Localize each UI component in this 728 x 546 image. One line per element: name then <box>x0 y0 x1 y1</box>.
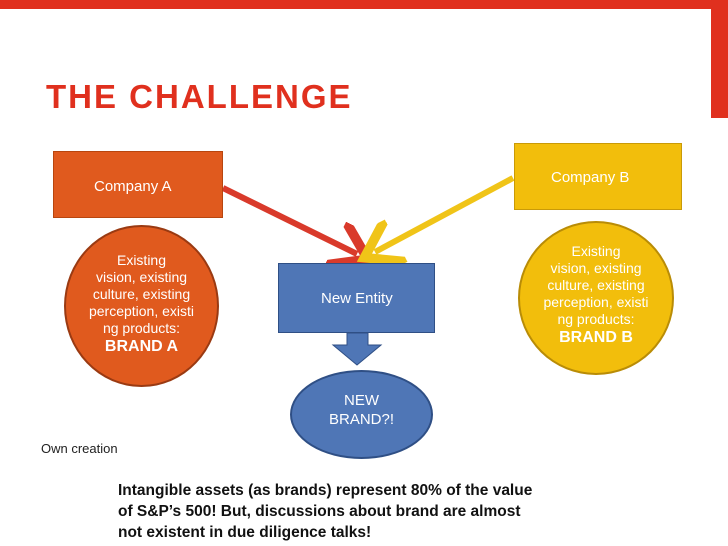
brand-b-ellipse: Existing vision, existing culture, exist… <box>518 221 674 375</box>
bottom-line3: not existent in due diligence talks! <box>118 524 372 541</box>
side-accent-bar <box>711 0 728 118</box>
brand-b-name: BRAND B <box>559 329 633 346</box>
new-brand-line1: NEW <box>344 392 379 409</box>
brand-a-line: ng products: <box>102 320 181 336</box>
brand-b-line: culture, existing <box>547 277 645 293</box>
new-brand-ellipse: NEW BRAND?! <box>290 370 433 459</box>
brand-a-ellipse: Existing vision, existing culture, exist… <box>64 225 219 387</box>
brand-b-line: vision, existing <box>550 260 642 276</box>
company-b-label: Company B <box>551 169 630 186</box>
bottom-line1: Intangible assets (as brands) represent … <box>118 482 533 499</box>
arrow-company-a-to-entity <box>221 185 357 254</box>
brand-a-line: Existing <box>116 252 167 268</box>
top-accent-bar <box>0 0 728 9</box>
brand-b-line: perception, existi <box>543 294 649 310</box>
brand-a-line: vision, existing <box>95 269 188 285</box>
slide-title: THE CHALLENGE <box>46 78 353 115</box>
arrow-entity-to-new-brand <box>331 332 383 366</box>
brand-a-name: BRAND A <box>104 338 179 355</box>
source-note: Own creation <box>41 441 118 456</box>
brand-a-line: culture, existing <box>92 286 191 302</box>
bottom-line2: of S&P’s 500! But, discussions about bra… <box>118 503 521 520</box>
arrow-company-b-to-entity <box>375 175 515 252</box>
company-b-box: Company B <box>514 143 682 210</box>
new-brand-line2: BRAND?! <box>328 411 395 428</box>
company-a-label: Company A <box>94 178 172 195</box>
brand-b-line: Existing <box>571 243 621 259</box>
brand-b-line: ng products: <box>557 311 635 327</box>
bottom-statement: Intangible assets (as brands) represent … <box>118 480 618 543</box>
brand-a-line: perception, existi <box>88 303 195 319</box>
company-a-box: Company A <box>53 151 223 218</box>
new-entity-label: New Entity <box>321 290 393 307</box>
new-entity-box: New Entity <box>278 263 435 333</box>
